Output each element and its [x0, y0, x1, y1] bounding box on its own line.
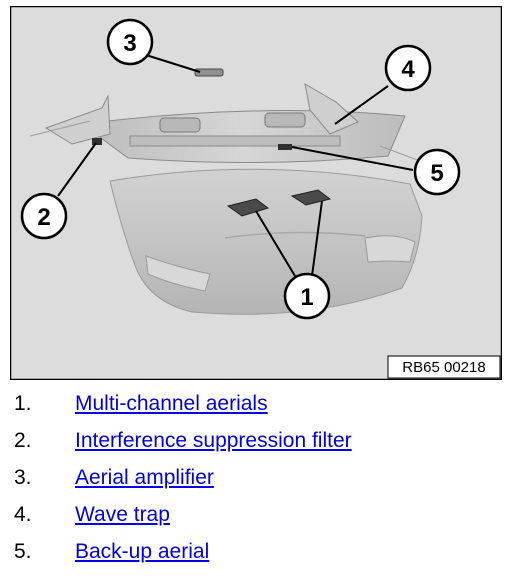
legend-number: 1.	[14, 392, 32, 415]
tailgate-crease	[224, 231, 366, 239]
diagram-figure: 3 4 5 2 1 RB65 00218	[10, 6, 502, 380]
tailgate-illustration: 3 4 5 2 1 RB65 00218	[10, 6, 502, 380]
legend-number: 5.	[14, 540, 32, 563]
interference-suppression-filter	[92, 138, 102, 145]
legend-item: 3. Aerial amplifier	[0, 464, 513, 494]
legend-link-aerial-amplifier[interactable]: Aerial amplifier	[75, 466, 214, 489]
leader-lines	[57, 54, 414, 277]
legend-item: 1. Multi-channel aerials	[0, 390, 513, 420]
trim-pad-right	[264, 112, 306, 128]
legend-number: 2.	[14, 429, 32, 452]
right-tail-lamp	[364, 235, 416, 263]
right-side-panel	[304, 83, 359, 135]
reference-code-label: RB65 00218	[387, 355, 501, 379]
svg-text:2: 2	[37, 204, 50, 231]
multi-channel-aerial-right	[290, 189, 332, 206]
svg-text:3: 3	[123, 30, 136, 57]
svg-text:5: 5	[430, 160, 443, 187]
callout-2: 2	[20, 192, 68, 240]
trim-pad-left	[159, 117, 201, 133]
multi-channel-aerial-left	[226, 198, 270, 217]
aerial-amplifier	[194, 68, 224, 77]
legend-item: 2. Interference suppression filter	[0, 427, 513, 457]
aerial-strip	[129, 135, 341, 147]
legend-link-multi-channel-aerials[interactable]: Multi-channel aerials	[75, 392, 268, 415]
legend-item: 4. Wave trap	[0, 501, 513, 531]
legend-number: 3.	[14, 466, 32, 489]
legend-item: 5. Back-up aerial	[0, 538, 513, 568]
svg-text:4: 4	[401, 56, 415, 83]
strut-right	[379, 145, 421, 162]
legend-link-interference-suppression-filter[interactable]: Interference suppression filter	[75, 429, 352, 452]
callout-4: 4	[384, 44, 432, 92]
back-up-aerial	[278, 144, 292, 150]
legend-link-back-up-aerial[interactable]: Back-up aerial	[75, 540, 210, 563]
left-side-panel	[44, 94, 111, 145]
svg-text:1: 1	[300, 284, 313, 311]
callout-3: 3	[106, 18, 154, 66]
svg-text:RB65 00218: RB65 00218	[402, 359, 485, 376]
left-tail-lamp	[145, 255, 211, 292]
callout-5: 5	[413, 148, 461, 196]
callout-1: 1	[283, 272, 331, 320]
legend-link-wave-trap[interactable]: Wave trap	[75, 503, 170, 526]
legend-number: 4.	[14, 503, 32, 526]
strut-left	[29, 120, 91, 137]
